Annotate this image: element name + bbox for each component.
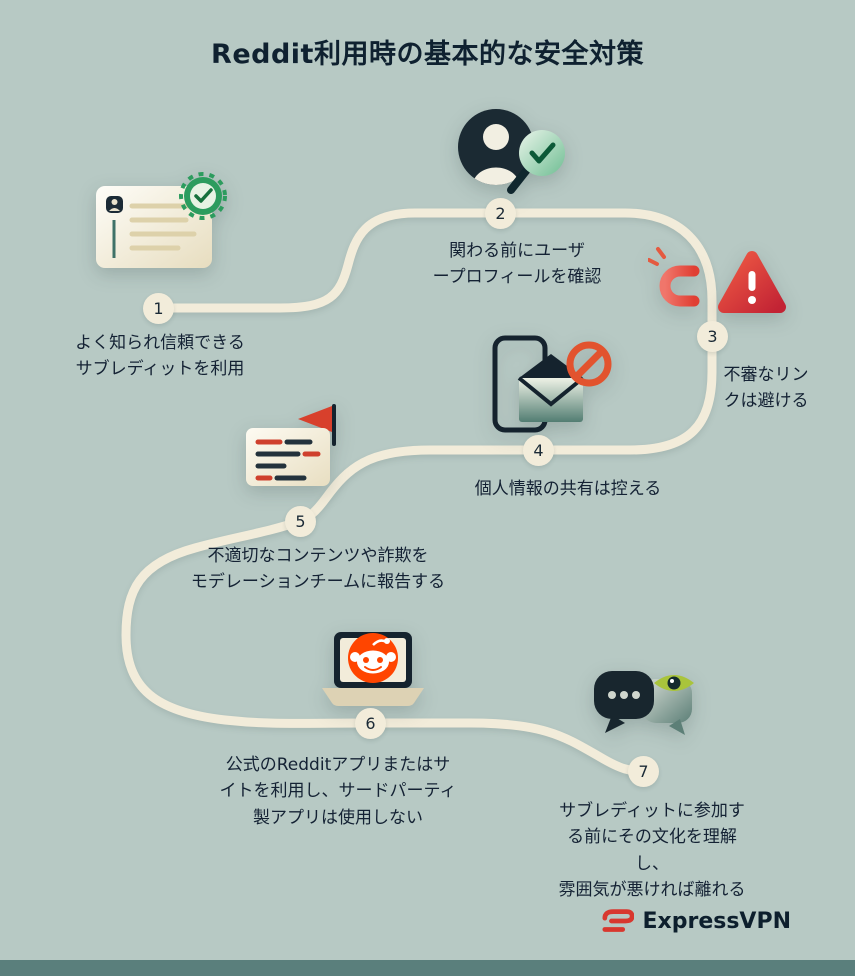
step-2-number-badge: 2 <box>485 198 516 229</box>
step-7-number-badge: 7 <box>628 756 659 787</box>
profile-check-icon <box>458 109 565 194</box>
expressvpn-wordmark: ExpressVPN <box>642 908 792 934</box>
official-reddit-app-icon <box>322 632 424 706</box>
community-culture-icon <box>594 671 694 735</box>
no-personal-info-icon <box>492 335 612 433</box>
step-5-number-badge: 5 <box>285 506 316 537</box>
step-6-number-badge: 6 <box>355 708 386 739</box>
step-6-label: 公式のRedditアプリまたはサ イトを利用し、サードパーティ 製アプリは使用し… <box>219 755 457 828</box>
step-3-label: 不審なリン クは避ける <box>723 365 809 412</box>
footer-bar <box>0 960 855 976</box>
step-5-label: 不適切なコンテンツや詐欺を モデレーションチームに報告する <box>190 546 446 593</box>
expressvpn-logo: ExpressVPN <box>601 908 792 934</box>
step-1-number-badge: 1 <box>143 293 174 324</box>
expressvpn-logo-icon <box>601 909 634 932</box>
step-1-label: よく知られ信頼できる サブレディットを利用 <box>75 333 245 380</box>
page-title: Reddit利用時の基本的な安全対策 <box>211 39 644 70</box>
step-2-label: 関わる前にユーザ ープロフィールを確認 <box>432 241 602 288</box>
step-3-number-badge: 3 <box>697 321 728 352</box>
step-4-label: 個人情報の共有は控える <box>474 479 662 499</box>
suspicious-link-icon <box>648 247 786 313</box>
step-7-label: サブレディットに参加す る前にその文化を理解し、 雰囲気が悪ければ離れる <box>558 801 746 901</box>
verified-subreddit-icon <box>96 172 227 268</box>
step-4-number-badge: 4 <box>523 435 554 466</box>
report-flag-icon <box>246 404 336 486</box>
